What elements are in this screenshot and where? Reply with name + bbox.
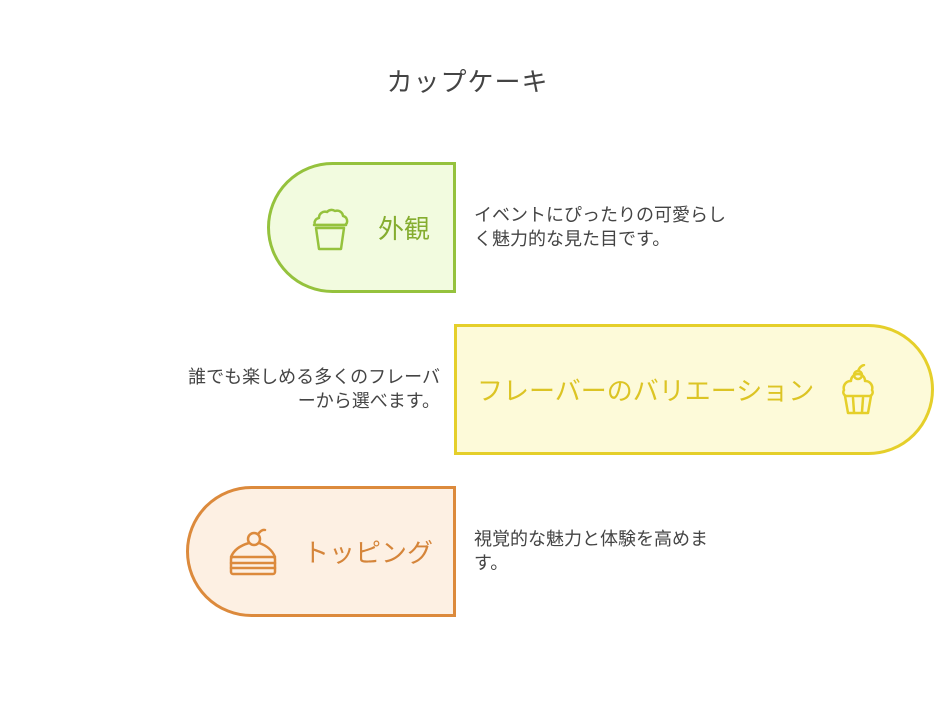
cake-slice-icon [227, 527, 279, 577]
description-line: 視覚的な魅力と体験を高めま [474, 529, 708, 550]
description-line: イベントにぴったりの可愛らし [474, 205, 726, 226]
toppings-pill: トッピング [186, 486, 456, 617]
toppings-label: トッピング [303, 539, 434, 569]
description-line: ーから選べます。 [297, 391, 440, 412]
description-line: 誰でも楽しめる多くのフレーバ [188, 367, 440, 388]
toppings-description: 視覚的な魅力と体験を高めま す。 [474, 528, 754, 576]
flavor-variation-pill: フレーバーのバリエーション [454, 324, 934, 455]
muffin-icon [310, 204, 350, 252]
description-line: す。 [474, 553, 509, 574]
appearance-pill: 外観 [267, 162, 456, 293]
description-line: く魅力的な見た目です。 [474, 229, 671, 250]
cupcake-cherry-icon [836, 363, 880, 416]
diagram-title: カップケーキ [386, 68, 549, 98]
appearance-label: 外観 [378, 215, 431, 245]
flavor-variation-description: 誰でも楽しめる多くのフレーバ ーから選べます。 [140, 366, 440, 414]
flavor-variation-label: フレーバーのバリエーション [477, 377, 815, 407]
appearance-description: イベントにぴったりの可愛らし く魅力的な見た目です。 [474, 204, 764, 252]
